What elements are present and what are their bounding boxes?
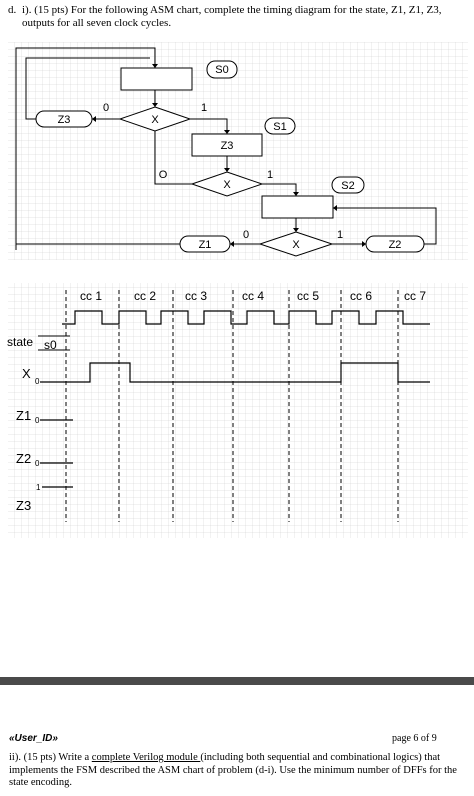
- s0-box: [120, 67, 193, 91]
- question-2-emphasis: complete Verilog module: [91, 752, 201, 763]
- z2-signal-label: Z2: [16, 451, 31, 466]
- z3-label-1: Z3: [58, 114, 71, 126]
- timing-grid: [8, 283, 468, 538]
- decision-3-x: X: [292, 239, 300, 251]
- decision-3: [258, 231, 334, 257]
- clock-label-5: cc 5: [297, 289, 319, 303]
- user-id-field: «User_ID»: [9, 733, 58, 744]
- decision-1-one: 1: [201, 102, 207, 114]
- z2-label: Z2: [389, 239, 402, 251]
- state-signal-label: state: [7, 335, 33, 349]
- clock-label-1: cc 1: [80, 289, 102, 303]
- s0-oval: [206, 60, 238, 79]
- s1-label: S1: [273, 121, 286, 133]
- page-divider: [0, 677, 474, 685]
- clock-labels: cc 1 cc 2 cc 3 cc 4 cc 5 cc 6 cc 7: [80, 289, 426, 303]
- state-initial-value: s0: [44, 338, 57, 352]
- z1-level-zero: 0: [35, 416, 40, 425]
- z1-label: Z1: [199, 239, 212, 251]
- s2-oval: [331, 176, 365, 194]
- z1-signal-label: Z1: [16, 408, 31, 423]
- z2-level-zero: 0: [35, 459, 40, 468]
- clock-label-6: cc 6: [350, 289, 372, 303]
- question-label: d.: [8, 4, 17, 16]
- clock-waveform: [62, 310, 430, 325]
- clock-label-2: cc 2: [134, 289, 156, 303]
- decision-2: [190, 171, 264, 197]
- x-signal-label: X: [22, 366, 31, 381]
- clock-label-7: cc 7: [404, 289, 426, 303]
- decision-2-x: X: [223, 179, 231, 191]
- s1-oval: [264, 117, 296, 135]
- x-waveform: [40, 362, 430, 383]
- z3-level-one: 1: [36, 483, 41, 492]
- clock-label-3: cc 3: [185, 289, 207, 303]
- decision-2-one: 1: [267, 169, 273, 181]
- decision-1-x: X: [151, 114, 159, 126]
- question-text: i). (15 pts) For the following ASM chart…: [22, 4, 442, 29]
- question-2-intro: ii). (15 pts) Write a: [9, 752, 92, 763]
- asm-arrowheads: [92, 64, 366, 247]
- z3-label-2: Z3: [221, 140, 234, 152]
- decision-3-one: 1: [337, 229, 343, 241]
- x-level-zero: 0: [35, 377, 40, 386]
- page-number: page 6 of 9: [392, 733, 437, 744]
- s0-label: S0: [215, 64, 228, 76]
- edge-markers: [65, 290, 399, 522]
- decision-1-zero: 0: [103, 102, 109, 114]
- decision-3-zero: 0: [243, 229, 249, 241]
- question-2-body: (including both sequential and combinati…: [9, 752, 457, 788]
- question-2: ii). (15 pts) Write a complete Verilog m…: [9, 752, 467, 790]
- z3-signal-label: Z3: [16, 498, 31, 513]
- s2-box: [261, 195, 334, 219]
- decision-2-zero: O: [159, 169, 168, 181]
- clock-label-4: cc 4: [242, 289, 264, 303]
- s2-label: S2: [341, 180, 354, 192]
- asm-chart: [15, 47, 437, 257]
- figure: S0 X Z3 0 1 S1 Z3 X O 1 S2 X 0 1 Z1 Z2 c…: [7, 42, 468, 538]
